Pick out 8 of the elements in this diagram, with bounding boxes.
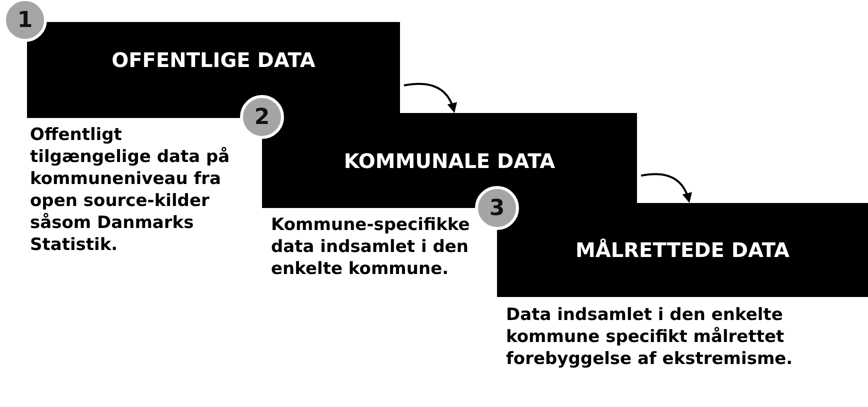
step-description: Offentligt tilgængelige data på kommuneniveau fra open source-kilder såsom Danmarks Statistik.: [30, 124, 231, 256]
step-title: KOMMUNALE DATA: [344, 148, 556, 174]
step-title: OFFENTLIGE DATA: [112, 47, 316, 74]
step-description: Kommune-specifikke data indsamlet i den enkelte kommune.: [271, 214, 471, 280]
curved-arrow: [640, 173, 692, 203]
step-title: MÅLRETTEDE DATA: [576, 237, 790, 264]
step-description: Data indsamlet i den enkelte kommune specifikt målrettet forebyggelse af ekstremisme.: [506, 304, 794, 370]
curved-arrow: [404, 82, 457, 113]
